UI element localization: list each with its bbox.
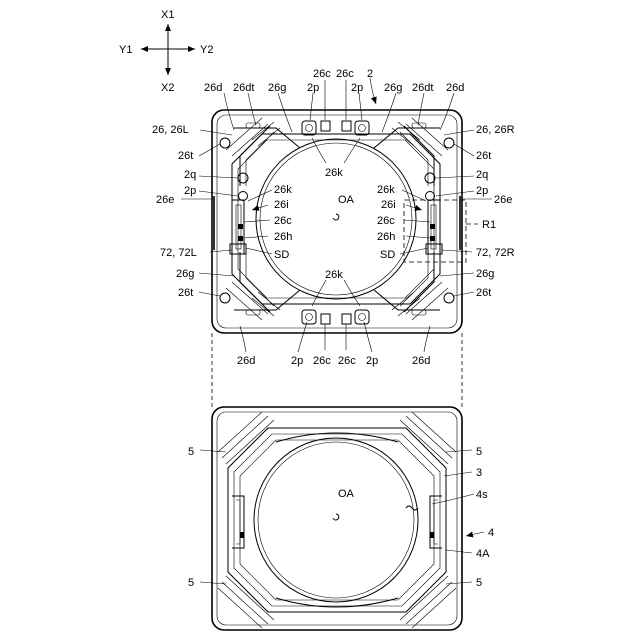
label-2p-br: 2p (366, 355, 378, 367)
label-26h-l: 26h (274, 231, 292, 243)
label-26-26L: 26, 26L (152, 124, 189, 136)
label-26dt-tl: 26dt (233, 82, 254, 94)
label-26d-tl: 26d (204, 82, 222, 94)
label-26g-l: 26g (176, 268, 194, 280)
label-2q-l: 2q (184, 169, 196, 181)
label-26k-top: 26k (325, 167, 343, 179)
label-5-tr: 5 (476, 446, 482, 458)
axis-indicator: X1 X2 Y1 Y2 (119, 9, 213, 94)
axis-x2-label: X2 (161, 82, 174, 94)
label-3: 3 (476, 467, 482, 479)
label-OA-bottom: OA (338, 488, 355, 500)
label-26k-r: 26k (377, 184, 395, 196)
label-26c-tl2: 26c (336, 68, 354, 80)
label-26c-tl1: 26c (313, 68, 331, 80)
label-26c-l: 26c (274, 215, 292, 227)
label-26i-r: 26i (381, 199, 396, 211)
axis-y2-label: Y2 (200, 44, 213, 56)
label-26dt-tr: 26dt (412, 82, 433, 94)
label-4s: 4s (476, 489, 488, 501)
label-26d-bl: 26d (237, 355, 255, 367)
label-SD-r: SD (380, 249, 395, 261)
label-26h-r: 26h (377, 231, 395, 243)
axis-x1-label: X1 (161, 9, 174, 21)
label-2p-bl: 2p (291, 355, 303, 367)
label-26t-r2: 26t (476, 287, 491, 299)
label-26d-br: 26d (412, 355, 430, 367)
label-OA-top: OA (338, 194, 355, 206)
label-26t-l1: 26t (178, 150, 193, 162)
label-5-bl: 5 (188, 577, 194, 589)
label-5-br: 5 (476, 577, 482, 589)
label-R1: R1 (482, 219, 496, 231)
label-26g-tl: 26g (268, 82, 286, 94)
label-4A: 4A (476, 548, 490, 560)
label-SD-l: SD (274, 249, 289, 261)
label-ref-2: 2 (367, 68, 373, 80)
label-26d-tr: 26d (446, 82, 464, 94)
label-26g-tr: 26g (384, 82, 402, 94)
label-2p-tl: 2p (307, 82, 319, 94)
label-26e-l: 26e (156, 194, 174, 206)
label-4: 4 (488, 527, 494, 539)
projection-lines (212, 333, 462, 410)
label-5-tl: 5 (188, 446, 194, 458)
label-72-72L: 72, 72L (160, 247, 197, 259)
bottom-frame-drawing (200, 407, 484, 630)
label-26t-r1: 26t (476, 150, 491, 162)
label-26c-r: 26c (377, 215, 395, 227)
axis-y1-label: Y1 (119, 44, 132, 56)
label-2p-l: 2p (184, 185, 196, 197)
label-26c-bl2: 26c (338, 355, 356, 367)
label-2q-r: 2q (476, 169, 488, 181)
label-2p-r: 2p (476, 185, 488, 197)
label-26g-r: 26g (476, 268, 494, 280)
label-2p-tr: 2p (351, 82, 363, 94)
top-frame-drawing (181, 78, 492, 352)
label-26-26R: 26, 26R (476, 124, 515, 136)
label-72-72R: 72, 72R (476, 247, 515, 259)
label-26t-l2: 26t (178, 287, 193, 299)
label-26e-r: 26e (494, 194, 512, 206)
label-26i-l: 26i (274, 199, 289, 211)
label-26k-bot: 26k (325, 269, 343, 281)
label-26k-l: 26k (274, 184, 292, 196)
label-26c-bl1: 26c (313, 355, 331, 367)
